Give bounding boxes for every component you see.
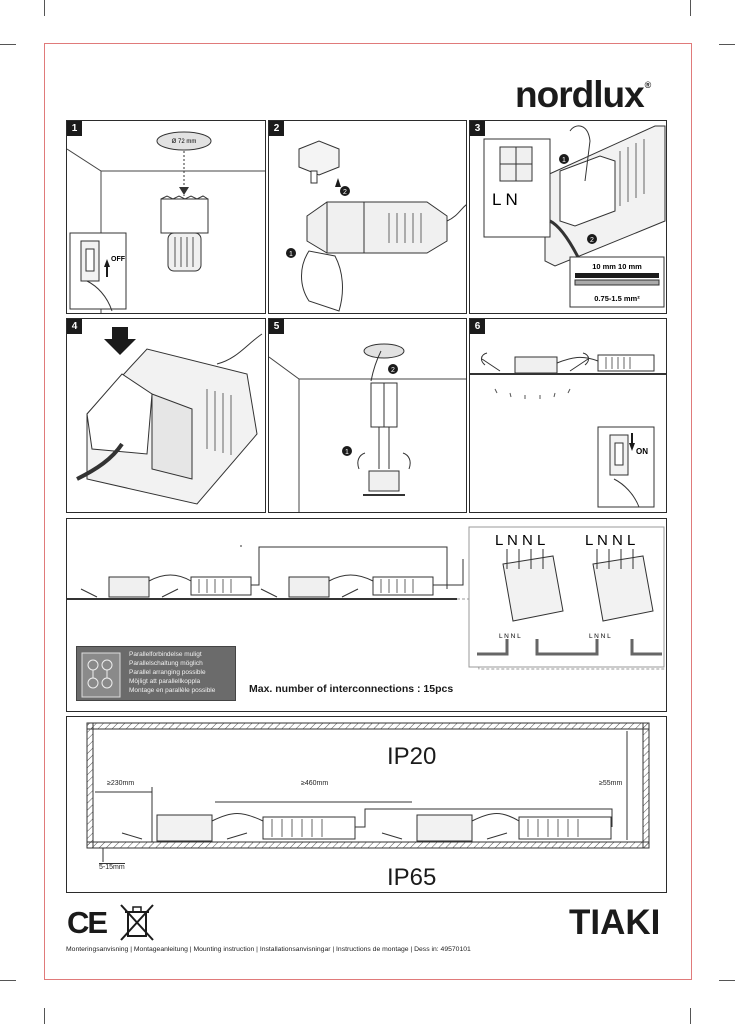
parallel-line-en: Parallel arranging possible: [129, 669, 206, 676]
step-number: 6: [470, 319, 485, 334]
step-2-illustration: 2 1: [286, 140, 466, 312]
crop-mark: [0, 44, 16, 45]
step-1-panel: 1 Ø 72 mm OFF: [66, 120, 266, 314]
ip65-rating: IP65: [387, 864, 437, 891]
step-1-illustration: Ø 72 mm OFF: [67, 131, 265, 313]
step-3-panel: 3 1 2 L N 10 mm 10 mm 0.75-1.5 mm²: [469, 120, 667, 314]
brand-logo: nordlux®: [515, 74, 651, 115]
step-6-illustration: ON: [470, 352, 666, 508]
svg-text:10 mm 10 mm: 10 mm 10 mm: [592, 262, 642, 271]
svg-text:L N: L N: [492, 190, 518, 209]
installation-distance-illustration: [86, 722, 650, 862]
crop-mark: [0, 980, 16, 981]
parallel-wiring-illustration: L N N L L N N L L N N L L N N L: [67, 526, 666, 670]
crop-mark: [690, 1008, 691, 1024]
step-3-illustration: 1 2 L N 10 mm 10 mm 0.75-1.5 mm²: [483, 125, 666, 308]
svg-text:L N N L: L N N L: [499, 633, 521, 640]
step-number: 2: [269, 121, 284, 136]
dim-wall-distance: ≥230mm: [107, 780, 135, 787]
step-number: 1: [67, 121, 82, 136]
svg-text:2: 2: [391, 367, 395, 374]
svg-text:L N N L: L N N L: [495, 532, 545, 549]
step-5-panel: 5 2 1: [268, 318, 467, 513]
svg-text:2: 2: [343, 189, 347, 196]
crop-mark: [44, 1008, 45, 1024]
svg-text:OFF: OFF: [111, 256, 126, 263]
svg-text:1: 1: [562, 157, 566, 164]
product-name: TIAKI: [569, 903, 661, 942]
crop-mark: [719, 980, 735, 981]
dim-ceiling-thickness: 5-15mm: [99, 863, 125, 871]
step-2-panel: 2 2 1: [268, 120, 467, 314]
crop-mark: [44, 0, 45, 16]
parallel-wiring-icon: [81, 652, 121, 698]
svg-text:0.75-1.5 mm²: 0.75-1.5 mm²: [594, 294, 640, 303]
parallel-line-sv: Möjligt att parallellkoppla: [129, 678, 201, 685]
parallel-line-fr: Montage en parallèle possible: [129, 687, 216, 694]
parallel-info-box: Parallelforbindelse muligt Parallelschal…: [76, 646, 236, 701]
weee-bin-icon: [120, 904, 154, 941]
step-5-illustration: 2 1: [269, 343, 466, 512]
svg-text:ON: ON: [636, 447, 648, 456]
svg-text:L N N L: L N N L: [589, 633, 611, 640]
installation-distance-panel: IP20 IP65 ≥230mm ≥460mm ≥55mm 5-15mm: [66, 716, 667, 893]
svg-text:Ø 72 mm: Ø 72 mm: [172, 139, 197, 145]
svg-text:2: 2: [590, 237, 594, 244]
dim-luminaire-spacing: ≥460mm: [301, 780, 329, 787]
step-4-illustration: [76, 327, 263, 505]
crop-mark: [719, 44, 735, 45]
step-6-panel: 6 ON: [469, 318, 667, 513]
crop-mark: [690, 0, 691, 16]
svg-text:1: 1: [289, 251, 293, 258]
parallel-info-text: Parallelforbindelse muligt Parallelschal…: [129, 650, 215, 695]
svg-text:L N N L: L N N L: [585, 532, 635, 549]
footer-doc-info: Monteringsanvisning | Montageanleitung |…: [66, 946, 471, 953]
parallel-line-de: Parallelschaltung möglich: [129, 660, 203, 667]
page-border: [44, 43, 692, 980]
step-4-panel: 4: [66, 318, 266, 513]
dim-ceiling-height: ≥55mm: [599, 780, 623, 787]
svg-text:1: 1: [345, 449, 349, 456]
ce-mark: CE: [67, 905, 108, 940]
max-interconnections-note: Max. number of interconnections : 15pcs: [249, 683, 454, 695]
step-number: 5: [269, 319, 284, 334]
parallel-wiring-panel: L N N L L N N L L N N L L N N L Parallel…: [66, 518, 667, 712]
ip20-rating: IP20: [387, 743, 437, 770]
parallel-line-da: Parallelforbindelse muligt: [129, 651, 202, 658]
step-number: 3: [470, 121, 485, 136]
step-number: 4: [67, 319, 82, 334]
